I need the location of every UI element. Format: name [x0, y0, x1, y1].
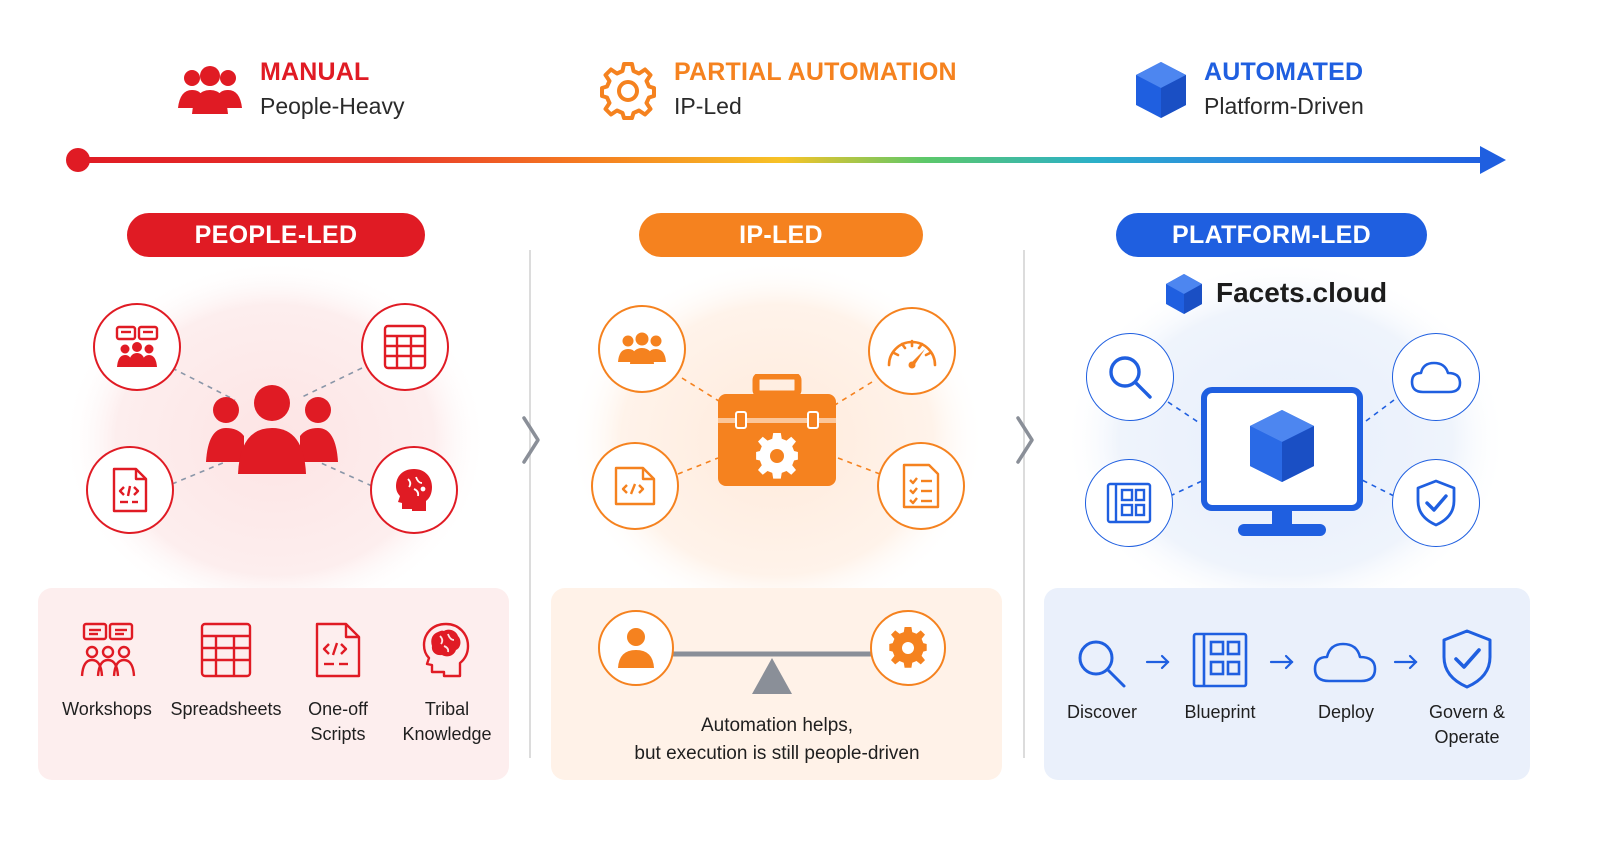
cloud-icon: [1313, 642, 1377, 683]
team-node: [598, 305, 686, 393]
governance-node: [1392, 459, 1480, 547]
script-node: [86, 446, 174, 534]
step-label: Deploy: [1317, 702, 1375, 722]
toolbox-icon: [718, 374, 836, 486]
monitor-icon: [1201, 387, 1363, 536]
step-label: Blueprint: [1184, 702, 1256, 722]
arrow-right-icon: [1145, 654, 1170, 670]
people-group-icon: [206, 385, 338, 474]
platform-flow-panel: [1044, 588, 1530, 780]
stage-subtitle: IP-Led: [674, 93, 742, 119]
item-label: Tribal Knowledge: [402, 699, 492, 744]
stage-title: AUTOMATED: [1204, 58, 1364, 86]
blueprint-icon: [1192, 632, 1248, 688]
stage-title: MANUAL: [260, 58, 370, 86]
blueprint-node: [1085, 459, 1173, 547]
platform-connectors: [1167, 399, 1395, 497]
people-icon: [178, 66, 242, 114]
cloud-icon: [1410, 361, 1462, 394]
spreadsheet-icon: [200, 622, 252, 678]
ip-connectors: [677, 377, 881, 475]
discover-node: [1086, 333, 1174, 421]
ip-caption: Automation helps, but execution is still…: [560, 712, 994, 768]
brain-icon: [396, 469, 432, 511]
timeline-arrow: [66, 146, 1506, 174]
brand-name: Facets.cloud: [1216, 277, 1388, 308]
item-label: Spreadsheets: [170, 699, 282, 719]
shield-check-icon: [1442, 629, 1492, 689]
script-file-icon: [315, 622, 361, 678]
gauge-icon: [887, 339, 937, 369]
arrow-right-icon: [1393, 654, 1418, 670]
cloud-node: [1392, 333, 1480, 421]
arrow-right-icon: [1269, 654, 1294, 670]
item-label: One-off Scripts: [308, 699, 368, 744]
script-file-icon: [112, 467, 148, 513]
step-label: Discover: [1066, 702, 1137, 722]
spreadsheet-icon: [383, 324, 427, 370]
script-file-icon: [614, 466, 656, 506]
cube-icon: [1136, 62, 1186, 118]
platform-led-pill: PLATFORM-LED: [1116, 213, 1427, 257]
search-icon: [1078, 640, 1126, 688]
stage-subtitle: Platform-Driven: [1204, 93, 1364, 119]
workshop-icon: [115, 325, 159, 367]
script-node: [591, 442, 679, 530]
brain-icon: [422, 622, 470, 678]
spreadsheet-node: [361, 303, 449, 391]
stage-partial-automation: PARTIAL AUTOMATION IP-Led: [596, 56, 996, 126]
column-divider: [1023, 250, 1025, 758]
knowledge-node: [370, 446, 458, 534]
performance-node: [868, 307, 956, 395]
people-icon: [618, 332, 666, 364]
stage-title: PARTIAL AUTOMATION: [674, 58, 957, 86]
shield-check-icon: [1416, 479, 1456, 527]
people-led-pill: PEOPLE-LED: [127, 213, 425, 257]
checklist-node: [877, 442, 965, 530]
chevron-right-icon: [522, 416, 540, 464]
people-connectors: [171, 367, 373, 487]
workshop-icon: [80, 622, 136, 677]
balance-scale: [598, 610, 946, 694]
stage-manual: MANUAL People-Heavy: [178, 56, 478, 126]
facets-logo-icon: [1166, 274, 1202, 314]
ip-led-pill: IP-LED: [639, 213, 923, 257]
gear-icon: [600, 62, 656, 120]
item-label: Workshops: [62, 699, 152, 719]
blueprint-icon: [1106, 482, 1152, 524]
column-divider: [529, 250, 531, 758]
ip-caption-line: but execution is still people-driven: [634, 743, 920, 764]
chevron-right-icon: [1016, 416, 1034, 464]
people-tools-panel: [38, 588, 509, 780]
checklist-icon: [902, 463, 940, 509]
ip-caption-line: Automation helps,: [700, 715, 854, 736]
workshop-node: [93, 303, 181, 391]
step-label: Govern & Operate: [1428, 702, 1506, 747]
stage-subtitle: People-Heavy: [260, 93, 405, 119]
stage-automated: AUTOMATED Platform-Driven: [1134, 56, 1434, 126]
search-icon: [1109, 356, 1152, 399]
